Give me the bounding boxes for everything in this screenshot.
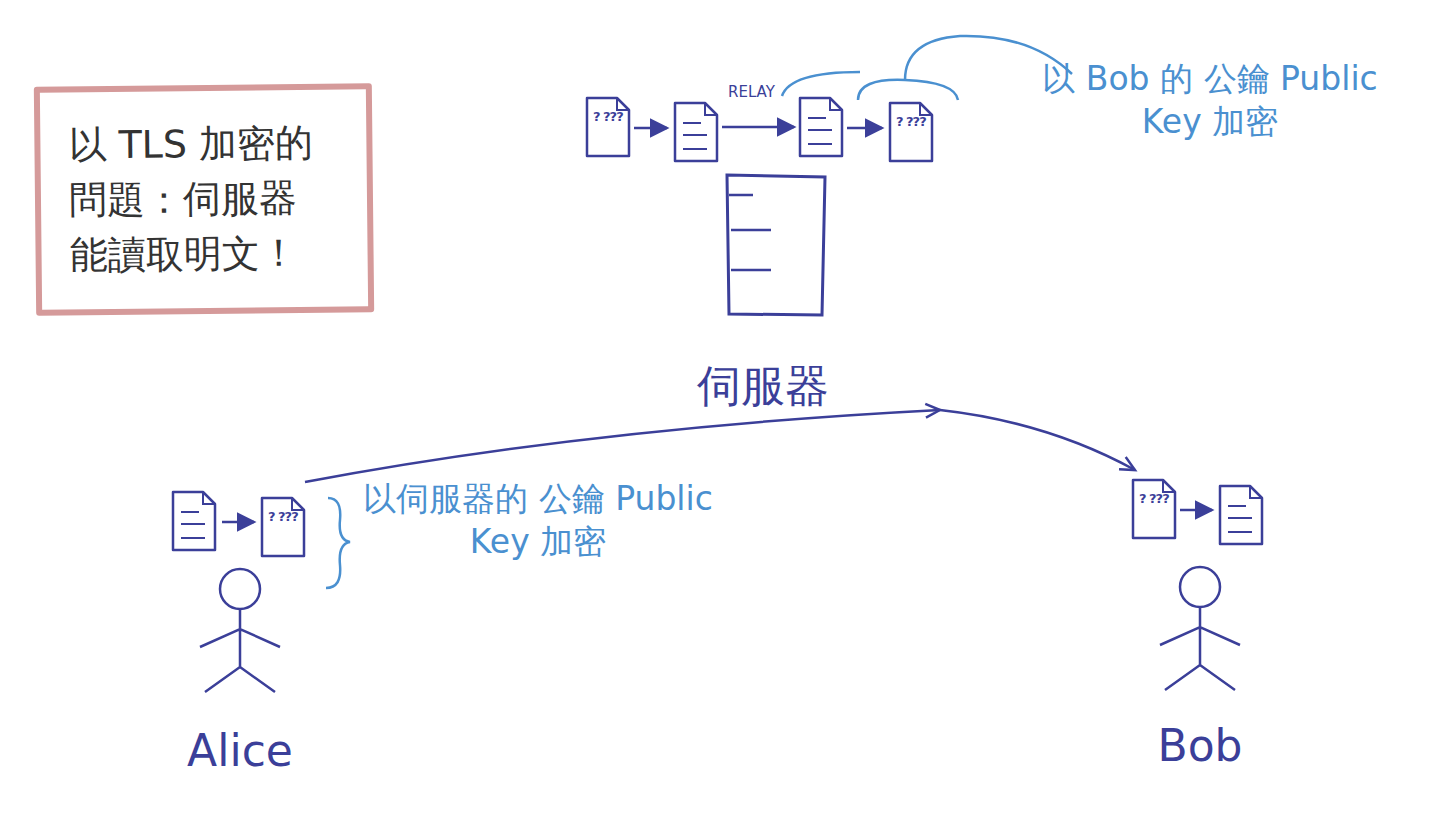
head: [220, 569, 260, 609]
plain-document: [800, 98, 842, 156]
person-node: Alice: [165, 482, 315, 775]
server-outline: [727, 175, 825, 315]
connector: [305, 410, 940, 482]
arrowhead: [1119, 457, 1135, 470]
encrypted-document: [587, 98, 629, 156]
small-arrow: [222, 521, 254, 524]
arrowhead: [925, 404, 940, 418]
cipher-marks: ? ???: [896, 115, 926, 129]
small-arrow: [847, 127, 882, 130]
head: [1180, 567, 1220, 607]
body: [1160, 607, 1240, 690]
bracket: [858, 80, 958, 100]
plain-document: [675, 103, 717, 161]
person-name: Bob: [1125, 722, 1275, 770]
relay-label: RELAY: [728, 84, 808, 101]
bracket: [326, 498, 350, 588]
plain-document: [173, 492, 215, 550]
warning-text: 以 TLS 加密的 問題：伺服器 能讀取明文！: [68, 116, 340, 284]
connector: [940, 410, 1135, 470]
leader-line: [782, 36, 1072, 96]
encrypted-document: [1133, 480, 1175, 538]
server-label: 伺服器: [575, 362, 950, 410]
person-node: Bob: [1125, 470, 1275, 770]
relay-arrow: [722, 126, 794, 129]
cipher-marks: ? ???: [1139, 492, 1169, 506]
plain-document: [1220, 486, 1262, 544]
key-note: 以 Bob 的 公鑰 Public Key 加密: [1010, 58, 1410, 144]
cipher-marks: ? ???: [268, 510, 298, 524]
encrypted-document: [890, 103, 932, 161]
small-arrow: [634, 127, 667, 130]
person-name: Alice: [165, 727, 315, 775]
server-node: 伺服器: [575, 90, 950, 410]
small-arrow: [1180, 509, 1212, 512]
body: [200, 609, 280, 692]
encrypted-document: [262, 498, 304, 556]
cipher-marks: ? ???: [593, 110, 623, 124]
key-note: 以伺服器的 公鑰 Public Key 加密: [358, 478, 718, 564]
warning-box: 以 TLS 加密的 問題：伺服器 能讀取明文！: [34, 83, 374, 316]
server-slots: [729, 195, 771, 270]
